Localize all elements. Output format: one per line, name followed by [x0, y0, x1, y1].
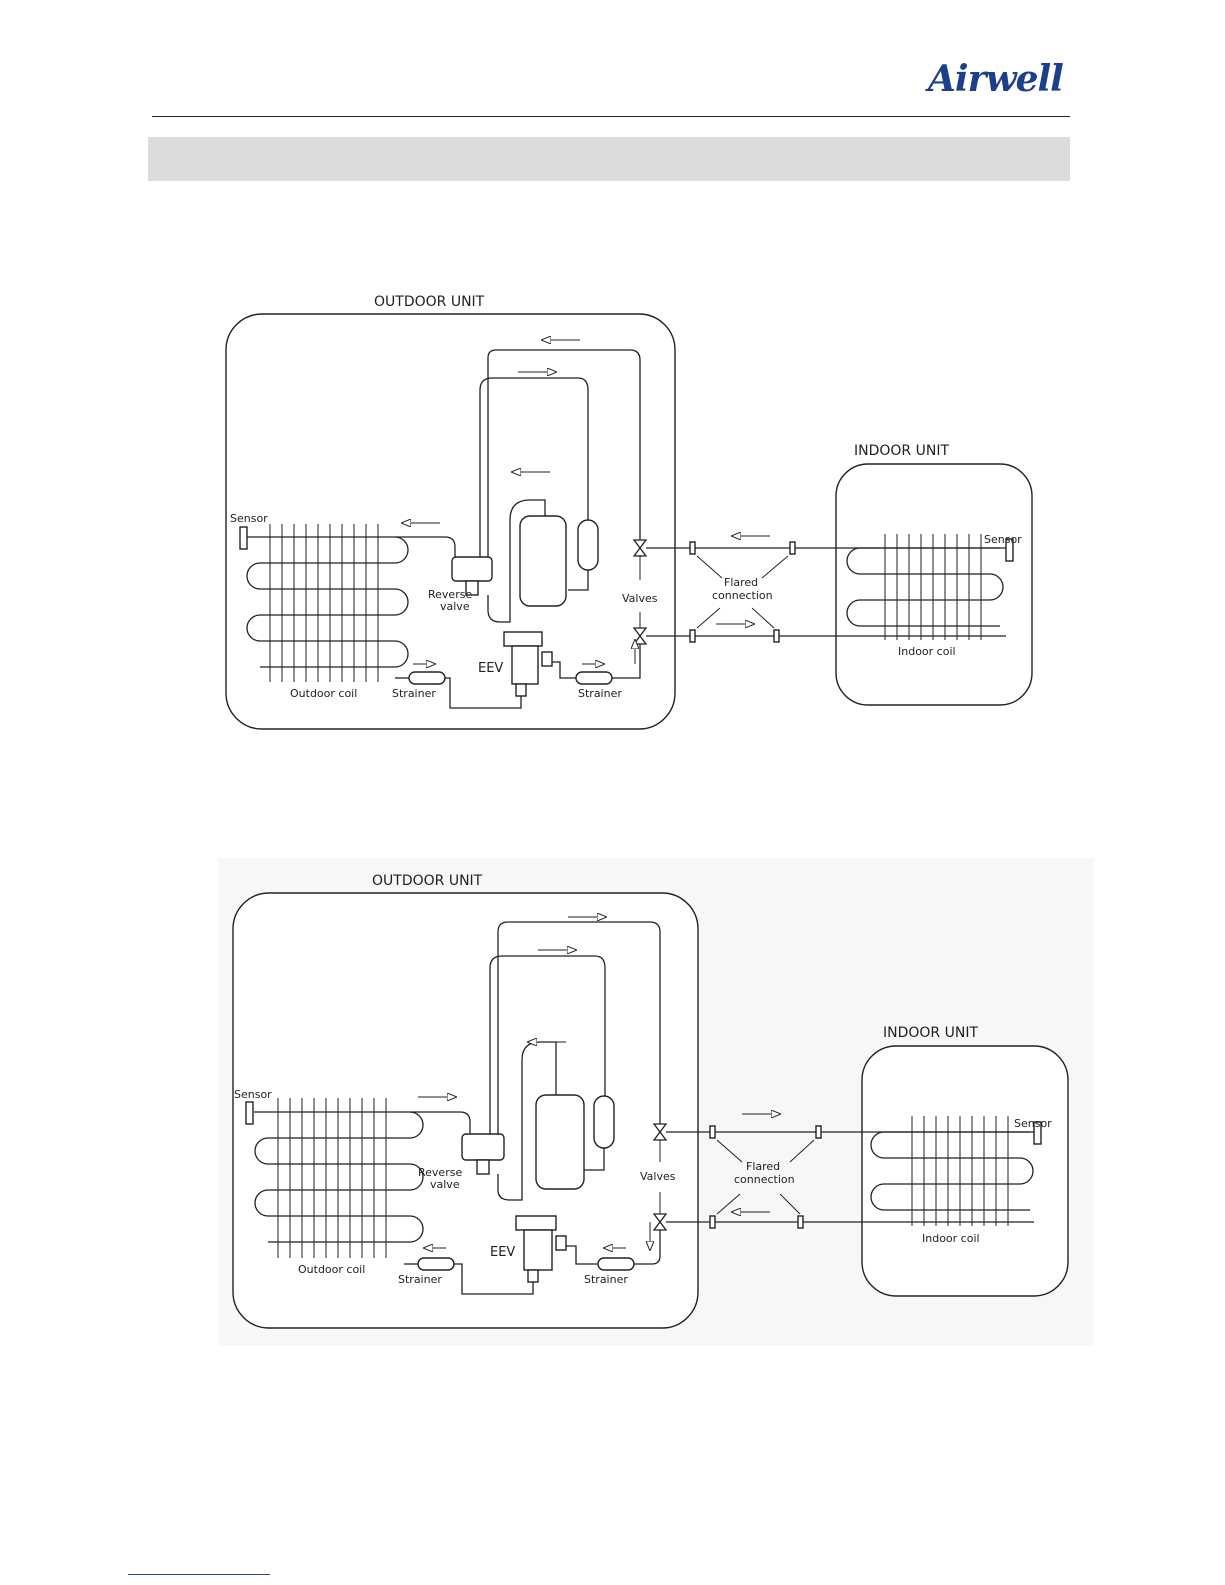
strainer-right-label-2: Strainer — [584, 1273, 628, 1286]
outdoor-sensor-label-2: Sensor — [234, 1088, 272, 1101]
indoor-unit-label-2: INDOOR UNIT — [883, 1025, 978, 1041]
indoor-coil-label-2: Indoor coil — [922, 1232, 980, 1245]
diagram-heating: OUTDOOR UNIT INDOOR UNIT Sensor Outdoor … — [218, 858, 1094, 1346]
reverse-valve — [452, 557, 492, 581]
compressor-2 — [536, 1095, 584, 1189]
indoor-unit-label: INDOOR UNIT — [854, 443, 949, 459]
reverse-valve-2 — [462, 1134, 504, 1160]
valves-label-2: Valves — [640, 1170, 676, 1183]
flared-label-2a: Flared — [746, 1160, 780, 1173]
strainer-left-label: Strainer — [392, 687, 436, 700]
strainer-left-2 — [418, 1258, 454, 1270]
strainer-right-2 — [598, 1258, 634, 1270]
outdoor-unit-label-2: OUTDOOR UNIT — [372, 873, 483, 889]
outdoor-sensor-2 — [246, 1102, 253, 1124]
diagram-cooling: OUTDOOR UNIT INDOOR UNIT Sensor Outdoor … — [226, 294, 1032, 729]
valves-label: Valves — [622, 592, 658, 605]
eev-label-2: EEV — [490, 1245, 515, 1260]
flared-label-2: connection — [712, 589, 773, 602]
reverse-valve-label-2b: valve — [430, 1178, 460, 1191]
outdoor-sensor — [240, 527, 247, 549]
indoor-sensor-label-2: Sensor — [1014, 1117, 1052, 1130]
indoor-unit-box-2 — [862, 1046, 1068, 1296]
outdoor-sensor-label: Sensor — [230, 512, 268, 525]
strainer-left-label-2: Strainer — [398, 1273, 442, 1286]
eev — [504, 632, 542, 646]
strainer-left — [409, 672, 445, 684]
eev-label: EEV — [478, 661, 503, 676]
accumulator — [578, 520, 598, 570]
footer-rule — [128, 1574, 270, 1575]
eev-2 — [516, 1216, 556, 1230]
reverse-valve-label-2: valve — [440, 600, 470, 613]
strainer-right-label: Strainer — [578, 687, 622, 700]
indoor-coil-label: Indoor coil — [898, 645, 956, 658]
strainer-right — [576, 672, 612, 684]
accumulator-2 — [594, 1096, 614, 1148]
compressor — [520, 516, 566, 606]
outdoor-coil-label: Outdoor coil — [290, 687, 357, 700]
outdoor-unit-label: OUTDOOR UNIT — [374, 294, 485, 310]
outdoor-coil-label-2: Outdoor coil — [298, 1263, 365, 1276]
flared-label-1: Flared — [724, 576, 758, 589]
indoor-sensor-label: Sensor — [984, 533, 1022, 546]
flared-label-2b: connection — [734, 1173, 795, 1186]
